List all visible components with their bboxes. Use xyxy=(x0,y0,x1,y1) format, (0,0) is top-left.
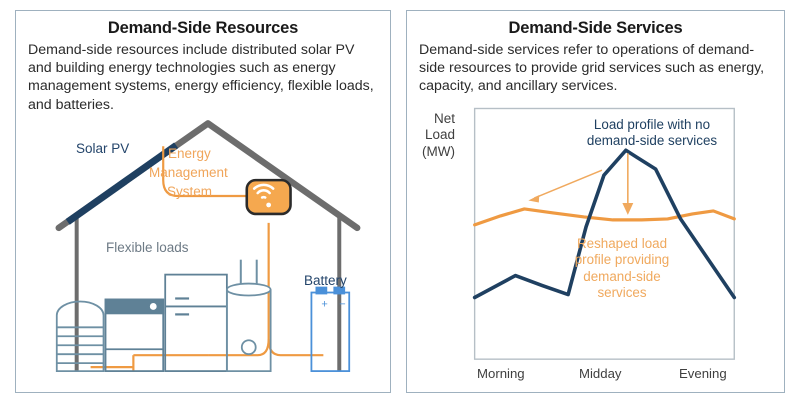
reshaped-load-annotation-line4: services xyxy=(597,285,647,301)
radiator-appliance xyxy=(55,300,105,372)
solar-pv-panel xyxy=(65,142,179,225)
left-panel-description: Demand-side resources include distribute… xyxy=(28,42,374,113)
wifi-icon-dot xyxy=(266,202,272,208)
battery-terminal-positive xyxy=(315,286,328,295)
battery-label: Battery xyxy=(304,273,347,288)
x-tick-midday: Midday xyxy=(579,366,622,381)
chart-svg xyxy=(472,107,737,360)
battery-terminal-negative xyxy=(333,286,346,295)
refrigerator-appliance xyxy=(164,273,228,372)
battery-device xyxy=(310,286,351,372)
water-heater-dial xyxy=(240,339,257,356)
solar-pv-label: Solar PV xyxy=(76,141,130,156)
ems-label-line2: Management xyxy=(149,165,228,180)
water-heater-appliance xyxy=(225,259,272,372)
no-services-annotation-line2: demand-side services xyxy=(586,133,718,149)
washing-machine-knob xyxy=(149,303,157,310)
net-load-chart: Net Load (MW) xyxy=(407,11,784,392)
battery-plus-symbol: + xyxy=(321,298,327,310)
reshaped-load-annotation-line3: demand-side xyxy=(583,268,661,284)
y-axis-title-line1: Net xyxy=(433,111,455,126)
demand-side-resources-panel: Demand-Side Resources Demand-side resour… xyxy=(15,10,391,393)
right-panel-title: Demand-Side Services xyxy=(508,19,683,37)
y-axis-title: Net Load (MW) xyxy=(411,111,455,160)
washing-machine-appliance xyxy=(104,298,165,372)
washing-machine-control-panel xyxy=(104,298,165,315)
demand-side-services-panel: Demand-Side Services Demand-side service… xyxy=(406,10,785,393)
wire-ems-to-loads xyxy=(208,222,270,357)
battery-minus-symbol: − xyxy=(339,298,345,310)
flexible-loads-label: Flexible loads xyxy=(106,240,189,255)
no-services-annotation: Load profile with no demand-side service… xyxy=(557,117,747,150)
ems-device-box xyxy=(245,178,292,216)
no-services-annotation-line1: Load profile with no xyxy=(593,117,711,132)
series-reshaped-load-line xyxy=(473,207,736,227)
right-panel-description: Demand-side services refer to operations… xyxy=(419,42,765,95)
orange-callout-arrow xyxy=(528,169,603,203)
navy-callout-arrow xyxy=(622,153,634,215)
ems-label-line1: Energy xyxy=(168,146,211,161)
wire-ems-to-battery xyxy=(267,339,324,357)
wifi-icon xyxy=(252,183,275,199)
x-tick-evening: Evening xyxy=(679,366,727,381)
ems-label-line3: System xyxy=(167,184,213,199)
x-tick-morning: Morning xyxy=(477,366,525,381)
y-axis-title-line2: Load xyxy=(424,127,455,143)
y-axis-title-line3: (MW) xyxy=(422,143,455,159)
reshaped-load-annotation-line1: Reshaped load xyxy=(576,236,668,251)
reshaped-load-annotation: Reshaped load profile providing demand-s… xyxy=(547,236,697,301)
left-panel-title: Demand-Side Resources xyxy=(107,19,299,37)
reshaped-load-annotation-line2: profile providing xyxy=(574,252,670,268)
